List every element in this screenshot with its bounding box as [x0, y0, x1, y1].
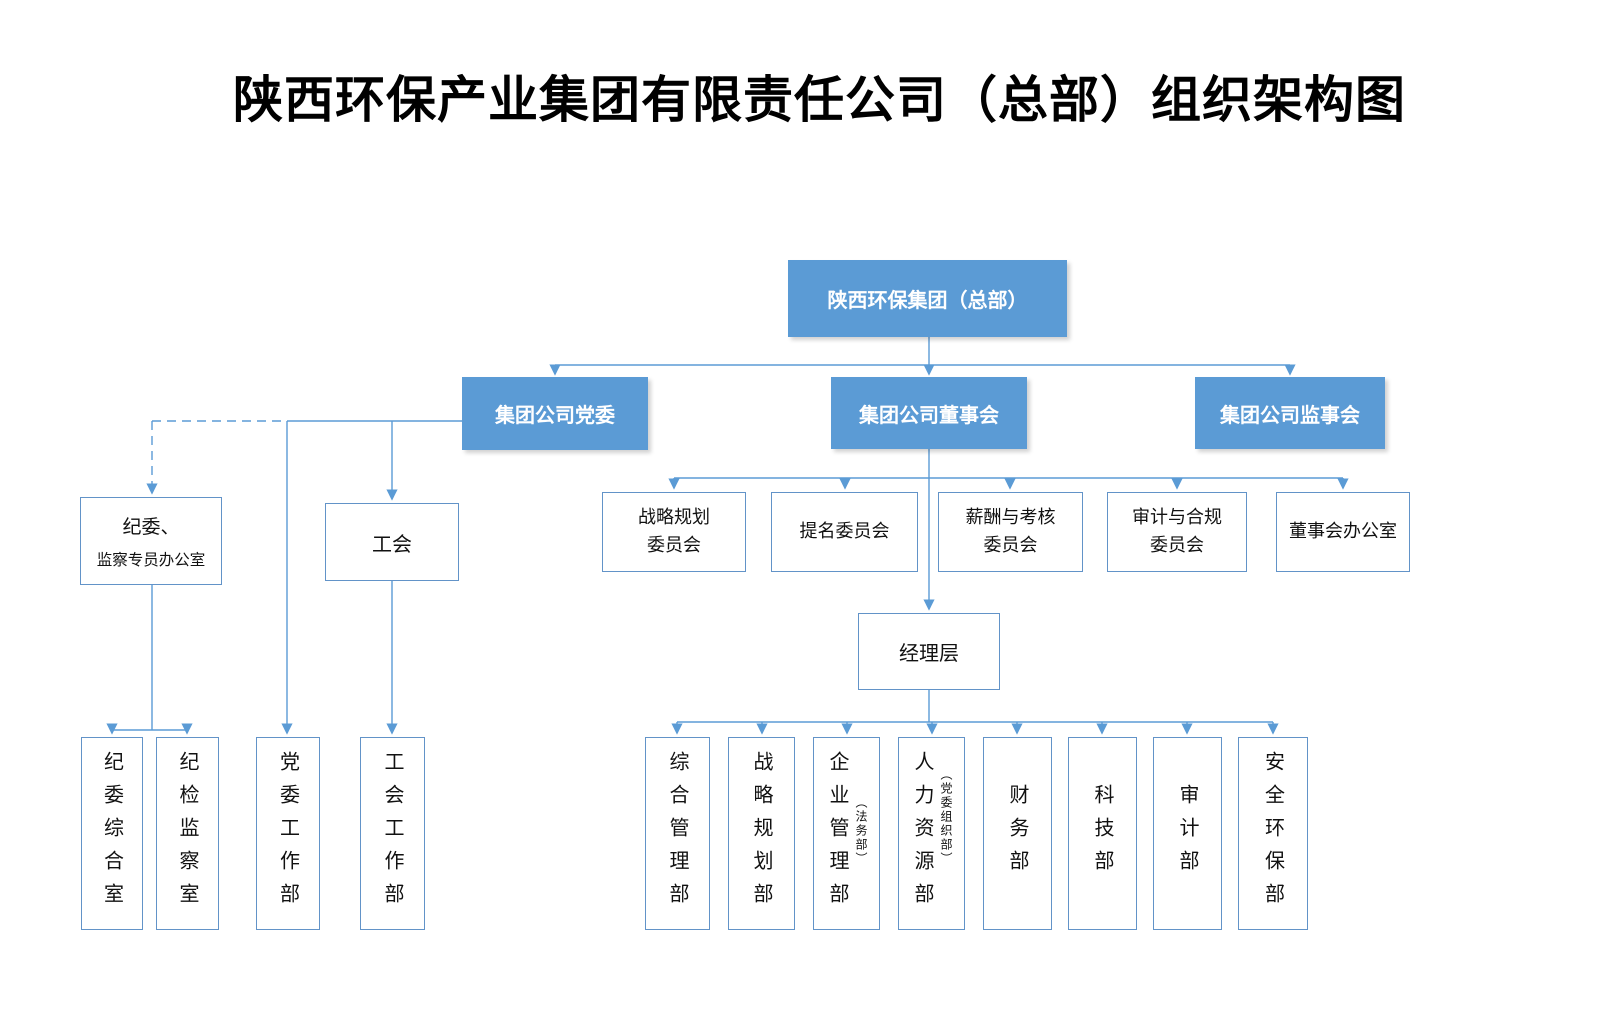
node-label: 人力资源部 — [911, 751, 933, 916]
node-label: 集团公司党委 — [495, 405, 615, 427]
node-label: 安全环保部 — [1261, 751, 1284, 916]
node-label: 工会 — [372, 533, 412, 556]
node-audit-compliance-committee: 审计与合规 委员会 — [1107, 492, 1247, 572]
node-discipline-inspection-room: 纪检监察室 — [156, 737, 219, 930]
node-finance-dept: 财务部 — [983, 737, 1052, 930]
node-board-office: 董事会办公室 — [1276, 492, 1410, 572]
node-label-line2: 委员会 — [983, 535, 1038, 555]
node-label: 战略规划部 — [750, 751, 772, 916]
node-compensation-assessment-committee: 薪酬与考核 委员会 — [938, 492, 1083, 572]
node-label: 经理层 — [899, 643, 959, 665]
node-technology-dept: 科技部 — [1068, 737, 1137, 930]
node-strategic-planning-committee: 战略规划 委员会 — [602, 492, 746, 572]
node-general-management-dept: 综合管理部 — [645, 737, 710, 930]
node-hr-dept: 人力资源部 （党委组织部） — [898, 737, 965, 930]
node-label-line1: 纪委、 — [122, 516, 180, 538]
node-label: 党委工作部 — [276, 751, 299, 916]
node-label-line1: 审计与合规 — [1132, 507, 1222, 528]
node-label: 集团公司监事会 — [1220, 404, 1360, 427]
node-discipline-inspection-office: 纪委、 监察专员办公室 — [80, 497, 222, 585]
node-label-line1: 提名委员会 — [799, 521, 890, 542]
node-party-committee: 集团公司党委 — [462, 377, 648, 450]
node-note: （法务部） — [854, 796, 868, 866]
node-label-line1: 董事会办公室 — [1289, 521, 1397, 542]
node-label: 工会工作部 — [381, 751, 403, 916]
node-label-line2: 委员会 — [647, 535, 701, 555]
node-label: 审计部 — [1176, 784, 1198, 883]
node-labor-union: 工会 — [325, 503, 459, 581]
node-label-line2: 委员会 — [1150, 535, 1204, 555]
node-management-layer: 经理层 — [858, 613, 1000, 690]
node-label-line2: 监察专员办公室 — [96, 552, 206, 570]
node-board-of-directors: 集团公司董事会 — [831, 377, 1027, 449]
node-note: （党委组织部） — [939, 768, 953, 866]
node-label: 纪委综合室 — [100, 751, 123, 916]
node-safety-environment-dept: 安全环保部 — [1238, 737, 1308, 930]
node-label: 企业管理部 — [826, 751, 848, 916]
node-label: 财务部 — [1006, 784, 1028, 883]
node-label: 纪检监察室 — [176, 751, 198, 916]
node-strategic-planning-dept: 战略规划部 — [728, 737, 795, 930]
node-group-hq: 陕西环保集团（总部） — [788, 260, 1067, 337]
node-enterprise-management-dept: 企业管理部 （法务部） — [813, 737, 880, 930]
node-label: 陕西环保集团（总部） — [827, 290, 1028, 312]
node-label: 集团公司董事会 — [859, 404, 999, 427]
chart-title: 陕西环保产业集团有限责任公司（总部）组织架构图 — [233, 72, 1406, 128]
node-label-line1: 薪酬与考核 — [965, 507, 1056, 528]
node-party-committee-work-dept: 党委工作部 — [256, 737, 320, 930]
node-discipline-general-office: 纪委综合室 — [81, 737, 143, 930]
node-label: 科技部 — [1091, 784, 1113, 883]
node-audit-dept: 审计部 — [1153, 737, 1222, 930]
node-label: 综合管理部 — [666, 751, 688, 916]
node-union-work-dept: 工会工作部 — [360, 737, 425, 930]
node-nomination-committee: 提名委员会 — [771, 492, 918, 572]
node-board-of-supervisors: 集团公司监事会 — [1195, 377, 1385, 449]
node-label-line1: 战略规划 — [638, 507, 710, 528]
